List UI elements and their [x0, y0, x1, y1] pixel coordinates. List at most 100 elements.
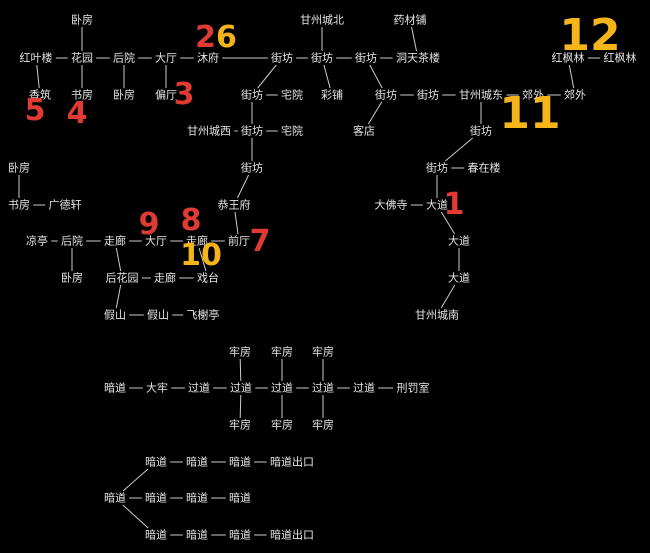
- room-node[interactable]: 走廊: [104, 234, 126, 248]
- route-marker-12: 12: [559, 10, 621, 61]
- room-node[interactable]: 牢房: [271, 418, 293, 432]
- room-node[interactable]: 后院: [61, 234, 83, 248]
- room-node[interactable]: 书房: [8, 198, 30, 212]
- room-node[interactable]: 暗道: [145, 528, 167, 542]
- room-node[interactable]: 大厅: [145, 234, 167, 248]
- route-marker-9: 9: [138, 207, 160, 242]
- room-node[interactable]: 暗道出口: [270, 455, 314, 469]
- path-line: [36, 64, 40, 89]
- room-node[interactable]: 甘州城北: [300, 13, 344, 27]
- room-node[interactable]: 后花园: [105, 271, 139, 285]
- room-node[interactable]: 卧房: [8, 161, 30, 175]
- room-node[interactable]: 暗道: [186, 455, 208, 469]
- room-node[interactable]: 街坊: [241, 124, 263, 138]
- room-node[interactable]: 假山: [147, 308, 169, 322]
- path-line: [568, 64, 575, 89]
- room-node[interactable]: 牢房: [229, 345, 251, 359]
- room-node[interactable]: 宅院: [281, 88, 303, 102]
- room-node[interactable]: 郊外: [564, 88, 586, 102]
- room-node[interactable]: 大牢: [146, 381, 168, 395]
- room-node[interactable]: 恭王府: [217, 198, 251, 212]
- room-node[interactable]: 牢房: [271, 345, 293, 359]
- room-node[interactable]: 大道: [426, 198, 448, 212]
- room-node[interactable]: 春在楼: [467, 161, 501, 175]
- route-marker-1: 1: [443, 187, 465, 222]
- room-node[interactable]: 过道: [230, 381, 252, 395]
- room-node[interactable]: 花园: [71, 51, 93, 65]
- path-line: [122, 468, 149, 492]
- room-node[interactable]: 红枫林: [551, 51, 585, 65]
- room-node[interactable]: 暗道: [145, 455, 167, 469]
- room-node[interactable]: 彩铺: [321, 88, 343, 102]
- route-marker-7: 7: [249, 224, 271, 259]
- room-node[interactable]: 甘州城东: [459, 88, 503, 102]
- room-node[interactable]: 暗道: [145, 491, 167, 505]
- room-node[interactable]: 戏台: [197, 271, 219, 285]
- room-node[interactable]: 过道: [271, 381, 293, 395]
- room-node[interactable]: 暗道: [186, 528, 208, 542]
- path-line: [440, 284, 456, 309]
- room-node[interactable]: 飞榭亭: [186, 308, 220, 322]
- room-node[interactable]: 牢房: [312, 345, 334, 359]
- path-line: [239, 358, 242, 382]
- room-node[interactable]: 洞天茶楼: [396, 51, 440, 65]
- room-node[interactable]: 走廊: [154, 271, 176, 285]
- room-node[interactable]: 过道: [353, 381, 375, 395]
- room-node[interactable]: 广德轩: [48, 198, 82, 212]
- room-node[interactable]: 药材铺: [393, 13, 427, 27]
- room-node[interactable]: 凉亭: [26, 234, 48, 248]
- room-node[interactable]: 前厅: [228, 234, 250, 248]
- room-node[interactable]: 街坊: [241, 161, 263, 175]
- room-node[interactable]: 暗道: [229, 528, 251, 542]
- room-node[interactable]: 沐府: [197, 51, 219, 65]
- room-node[interactable]: 后院: [113, 51, 135, 65]
- room-node[interactable]: 牢房: [312, 418, 334, 432]
- room-node[interactable]: 暗道出口: [270, 528, 314, 542]
- route-marker-11: 11: [499, 88, 561, 139]
- room-node[interactable]: 街坊: [311, 51, 333, 65]
- room-node[interactable]: 过道: [312, 381, 334, 395]
- room-node[interactable]: 暗道: [229, 491, 251, 505]
- path-line: [444, 137, 474, 162]
- room-node[interactable]: 暗道: [104, 381, 126, 395]
- room-node[interactable]: 客店: [353, 124, 375, 138]
- room-node[interactable]: 街坊: [375, 88, 397, 102]
- room-node[interactable]: 甘州城西: [187, 124, 231, 138]
- room-node[interactable]: 偏厅: [155, 88, 177, 102]
- room-node[interactable]: 大佛寺: [374, 198, 408, 212]
- path-line: [234, 211, 239, 235]
- room-node[interactable]: 大道: [448, 271, 470, 285]
- room-node[interactable]: 走廊: [186, 234, 208, 248]
- path-line: [115, 247, 122, 272]
- room-node[interactable]: 卧房: [113, 88, 135, 102]
- room-node[interactable]: 街坊: [241, 88, 263, 102]
- room-node[interactable]: 街坊: [470, 124, 492, 138]
- room-node[interactable]: 刑罚室: [396, 381, 430, 395]
- path-line: [257, 64, 277, 89]
- room-node[interactable]: 宅院: [281, 124, 303, 138]
- room-node[interactable]: 街坊: [426, 161, 448, 175]
- room-node[interactable]: 卧房: [71, 13, 93, 27]
- room-node[interactable]: 街坊: [271, 51, 293, 65]
- room-node[interactable]: 大道: [448, 234, 470, 248]
- room-node[interactable]: 红叶楼: [19, 51, 53, 65]
- room-node[interactable]: 卧房: [61, 271, 83, 285]
- room-node[interactable]: 香筑: [29, 88, 51, 102]
- room-node[interactable]: 甘州城南: [415, 308, 459, 322]
- path-line: [122, 504, 149, 529]
- room-node[interactable]: 过道: [188, 381, 210, 395]
- room-node[interactable]: 书房: [71, 88, 93, 102]
- room-node[interactable]: 大厅: [155, 51, 177, 65]
- room-node[interactable]: 街坊: [417, 88, 439, 102]
- room-node[interactable]: 街坊: [355, 51, 377, 65]
- path-line: [239, 394, 242, 419]
- path-line: [367, 101, 383, 125]
- room-node[interactable]: 牢房: [229, 418, 251, 432]
- room-node[interactable]: 假山: [104, 308, 126, 322]
- room-node[interactable]: 暗道: [104, 491, 126, 505]
- room-node[interactable]: 郊外: [522, 88, 544, 102]
- room-node[interactable]: 红枫林: [603, 51, 637, 65]
- room-node[interactable]: 暗道: [229, 455, 251, 469]
- room-node[interactable]: 暗道: [186, 491, 208, 505]
